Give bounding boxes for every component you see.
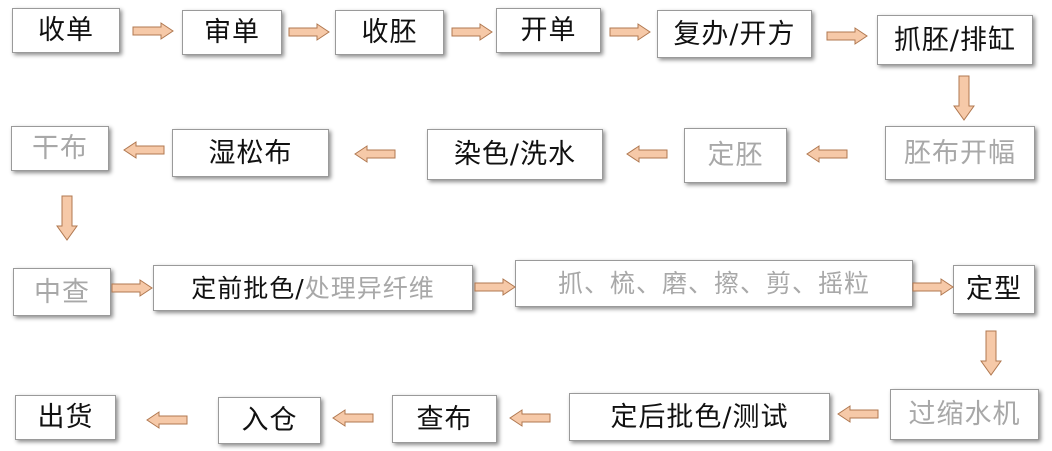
arrow-right-icon <box>474 278 516 296</box>
node-wet-relax-label: 湿松布 <box>208 137 293 169</box>
node-warehouse-in: 入仓 <box>218 397 321 444</box>
node-review-order: 审单 <box>182 10 282 55</box>
node-dry-cloth: 干布 <box>11 126 109 171</box>
node-pre-shade-label-b: 处理异纤维 <box>304 273 435 303</box>
node-post-shade-test-label: 定后批色/测试 <box>610 401 789 433</box>
node-mid-inspect-label: 中查 <box>34 276 90 308</box>
node-double-check: 复办/开方 <box>657 10 812 58</box>
node-finishing: 抓、梳、磨、擦、剪、摇粒 <box>515 260 913 307</box>
node-receive-order-label: 收单 <box>38 15 94 46</box>
node-mid-inspect: 中查 <box>13 268 111 316</box>
arrow-down-icon <box>980 330 1002 376</box>
arrow-left-icon <box>509 409 551 427</box>
arrow-left-icon <box>626 145 668 163</box>
arrow-right-icon <box>132 22 174 40</box>
node-setting: 定型 <box>953 265 1035 314</box>
node-greige-width-label: 胚布开幅 <box>904 137 1016 169</box>
node-inspect-cloth-label: 查布 <box>416 403 473 435</box>
arrow-right-icon <box>609 23 651 41</box>
arrow-left-icon <box>806 145 848 163</box>
node-receive-greige-label: 收胚 <box>361 17 418 48</box>
node-ship-label: 出货 <box>37 402 94 433</box>
node-wet-relax: 湿松布 <box>172 129 329 177</box>
node-greige-setting-label: 定胚 <box>707 140 764 171</box>
node-ship: 出货 <box>15 395 116 440</box>
node-shrink-machine: 过缩水机 <box>890 389 1039 440</box>
node-open-order-label: 开单 <box>520 15 577 46</box>
arrow-left-icon <box>146 411 188 429</box>
node-dye-wash-label: 染色/洗水 <box>453 139 577 170</box>
node-pre-shade: 定前批色/处理异纤维 <box>153 265 473 311</box>
arrow-left-icon <box>123 141 165 159</box>
node-setting-label: 定型 <box>966 274 1022 305</box>
arrow-down-icon <box>953 75 975 121</box>
arrow-right-icon <box>826 27 868 45</box>
node-open-order: 开单 <box>496 8 601 53</box>
node-dye-wash: 染色/洗水 <box>427 129 603 180</box>
arrow-left-icon <box>837 405 879 423</box>
node-review-order-label: 审单 <box>204 17 260 48</box>
node-grab-greige: 抓胚/排缸 <box>877 15 1033 65</box>
node-greige-setting: 定胚 <box>684 128 787 183</box>
node-warehouse-in-label: 入仓 <box>241 405 298 436</box>
arrow-right-icon <box>288 23 330 41</box>
node-inspect-cloth: 查布 <box>392 395 497 443</box>
node-receive-greige: 收胚 <box>335 10 444 55</box>
node-greige-width: 胚布开幅 <box>885 126 1035 180</box>
arrow-left-icon <box>354 145 396 163</box>
node-post-shade-test: 定后批色/测试 <box>569 393 830 441</box>
arrow-left-icon <box>332 409 374 427</box>
node-grab-greige-label: 抓胚/排缸 <box>893 24 1017 56</box>
node-shrink-machine-label: 过缩水机 <box>908 399 1021 430</box>
node-double-check-label: 复办/开方 <box>673 18 796 50</box>
node-finishing-label: 抓、梳、磨、擦、剪、摇粒 <box>557 269 870 298</box>
arrow-down-icon <box>56 195 78 241</box>
node-dry-cloth-label: 干布 <box>32 133 88 164</box>
node-receive-order: 收单 <box>12 8 120 53</box>
node-pre-shade-label-a: 定前批色/ <box>191 273 305 303</box>
arrow-right-icon <box>912 278 954 296</box>
arrow-right-icon <box>451 23 493 41</box>
arrow-right-icon <box>111 279 153 297</box>
